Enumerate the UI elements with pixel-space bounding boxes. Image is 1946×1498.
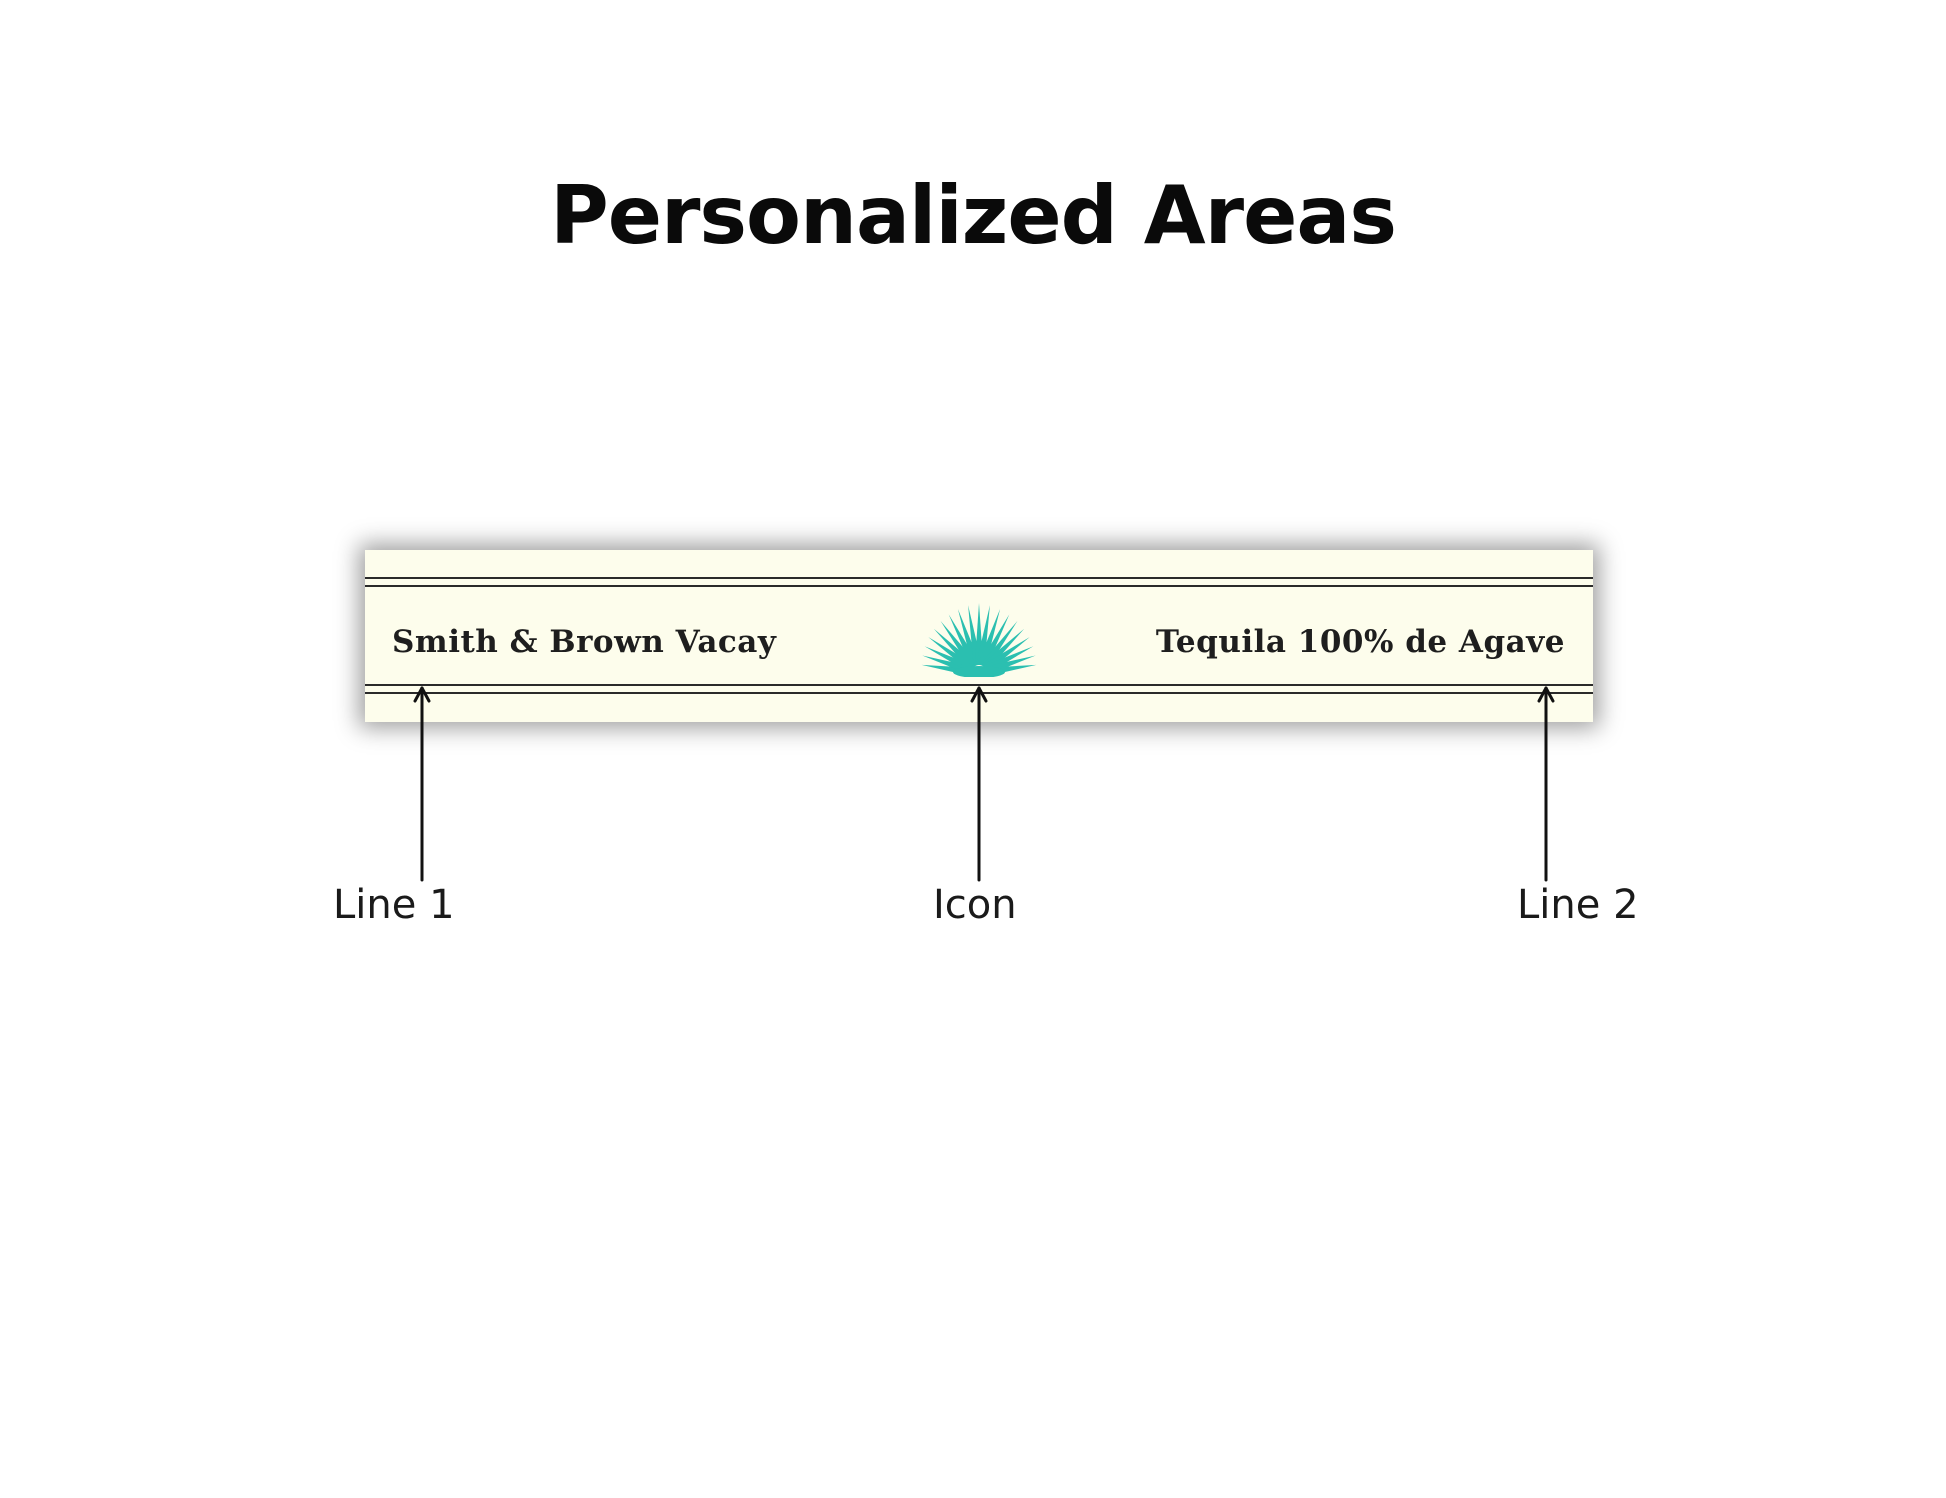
arrow-icon <box>970 686 988 882</box>
agave-leaf <box>977 609 1001 667</box>
agave-leaf <box>924 646 974 674</box>
callout-label-icon: Icon <box>933 882 1017 928</box>
page-title: Personalized Areas <box>550 169 1397 262</box>
arrow-line-1 <box>413 686 431 882</box>
callout-label-line-2: Line 2 <box>1517 882 1639 928</box>
agave-leaf <box>978 614 1010 668</box>
agave-leaf <box>976 605 990 666</box>
agave-leaf <box>928 637 975 672</box>
agave-base <box>953 666 1005 677</box>
line-2-text: Tequila 100% de Agave <box>1155 624 1565 660</box>
arrow-line-2 <box>1537 686 1555 882</box>
top-rule-outer <box>365 577 1593 579</box>
agave-icon <box>921 603 1037 677</box>
top-rule-inner <box>365 585 1593 587</box>
agave-leaf <box>980 621 1018 670</box>
bottom-rule-inner <box>365 684 1593 686</box>
bottle-label-strip: Smith & Brown Vacay Tequila 100% de Agav… <box>365 550 1593 722</box>
line-1-text: Smith & Brown Vacay <box>392 624 777 660</box>
callout-label-line-1: Line 1 <box>333 882 455 928</box>
